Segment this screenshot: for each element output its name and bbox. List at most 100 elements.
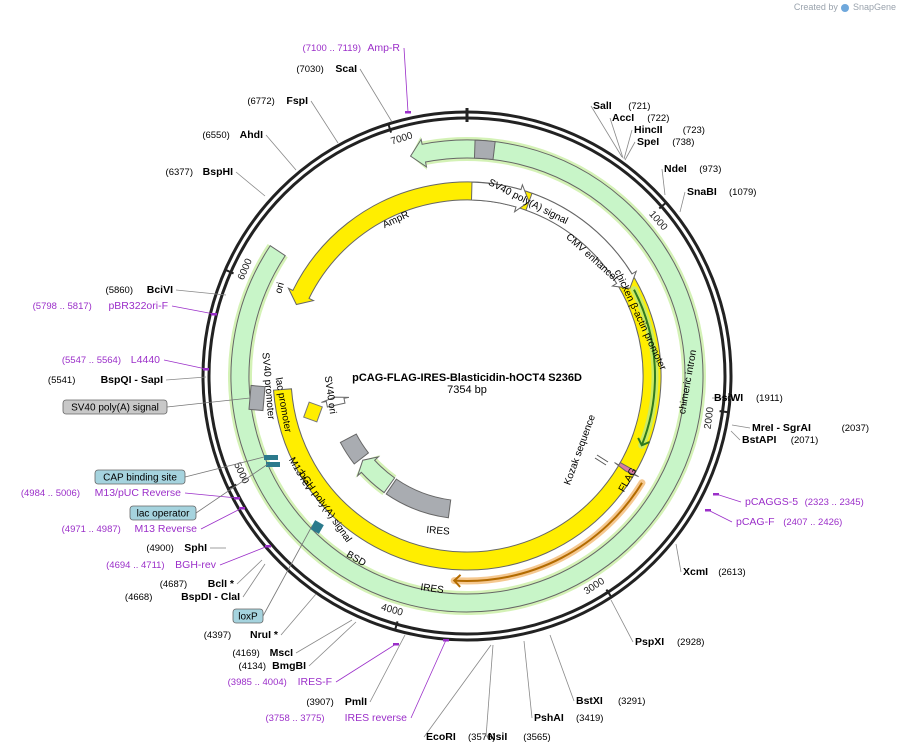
ires-outer-label: IRES bbox=[420, 582, 445, 596]
primer-name: L4440 bbox=[131, 354, 160, 366]
enzyme-name: BclI * bbox=[208, 578, 235, 590]
enzyme-position: (4687) bbox=[160, 579, 187, 590]
enzyme-name: MreI - SgrAI bbox=[752, 422, 811, 434]
primer-site[interactable]: L4440 (5547 .. 5564) bbox=[62, 354, 209, 371]
enzyme-position: (722) bbox=[647, 113, 669, 124]
enzyme-leader bbox=[661, 168, 666, 196]
enzyme-name: BstXI bbox=[576, 695, 603, 707]
enzyme-leader bbox=[265, 134, 297, 171]
enzyme-site[interactable]: SnaBI(1079) bbox=[679, 186, 756, 213]
primer-mark bbox=[443, 639, 449, 642]
enzyme-position: (1911) bbox=[756, 393, 783, 404]
enzyme-position: (2613) bbox=[718, 567, 745, 578]
primer-site[interactable]: M13/pUC Reverse(4984 .. 5006) bbox=[21, 487, 240, 500]
sv40-ori-label: SV40 ori bbox=[322, 375, 338, 415]
enzyme-site[interactable]: AhdI(6550) bbox=[202, 129, 297, 171]
enzyme-site[interactable]: SpeI(738) bbox=[624, 136, 694, 161]
primer-mark bbox=[211, 313, 217, 316]
enzyme-site[interactable]: BstAPI (2071) bbox=[730, 430, 818, 446]
snapgene-brand: SnapGene bbox=[852, 2, 896, 12]
enzyme-site[interactable]: NruI *(4397) bbox=[204, 593, 317, 641]
enzyme-site[interactable]: NdeI(973) bbox=[661, 163, 721, 196]
AmpR-feature bbox=[230, 138, 704, 613]
enzyme-site[interactable]: BciVI (5860) bbox=[106, 284, 227, 296]
enzyme-leader bbox=[308, 621, 357, 667]
enzyme-position: (4134) bbox=[239, 661, 266, 672]
primer-site[interactable]: pBR322ori-F(5798 .. 5817) bbox=[33, 300, 217, 316]
enzyme-site[interactable]: PmlI(3907) bbox=[306, 634, 406, 708]
enzyme-site[interactable]: BstXI(3291) bbox=[549, 634, 645, 707]
created-by-text: Created by bbox=[793, 2, 838, 12]
enzyme-site[interactable]: SphI(4900) bbox=[146, 542, 226, 554]
primer-site[interactable]: Amp-R(7100 .. 7119) bbox=[303, 42, 411, 114]
primer-mark bbox=[265, 545, 271, 548]
enzyme-site[interactable]: PshAI (3419) bbox=[523, 640, 603, 724]
enzyme-leader bbox=[175, 289, 227, 296]
enzyme-site[interactable]: BsiWI(1911) bbox=[712, 392, 783, 404]
cap-binding-marker bbox=[264, 455, 278, 460]
enzyme-name: HincII bbox=[634, 124, 663, 136]
primer-site[interactable]: IRES reverse(3758 .. 3775) bbox=[265, 639, 449, 724]
callout-label: SV40 poly(A) signal bbox=[71, 403, 159, 414]
enzyme-site[interactable]: BspDI - ClaI(4668) bbox=[125, 563, 266, 603]
primer-site[interactable]: M13 Reverse(4971 .. 4987) bbox=[62, 507, 245, 535]
feature-callout[interactable]: lac operator bbox=[129, 463, 269, 521]
feature-callout[interactable]: loxP bbox=[232, 525, 313, 624]
position-tick bbox=[225, 269, 234, 275]
bgh-polya-feature bbox=[339, 433, 370, 465]
primer-name: BGH-rev bbox=[175, 559, 217, 571]
enzyme-position: (3419) bbox=[576, 713, 603, 724]
feature-callout[interactable]: SV40 poly(A) signal bbox=[62, 397, 251, 415]
primer-site[interactable]: IRES-F(3985 .. 4004) bbox=[228, 643, 399, 688]
enzyme-site[interactable]: PspXI(2928) bbox=[610, 599, 704, 648]
kozak-marker bbox=[596, 454, 609, 463]
enzyme-position: (5860) bbox=[106, 285, 133, 296]
primer-site[interactable]: BGH-rev(4694 .. 4711) bbox=[106, 545, 271, 571]
primer-leader bbox=[707, 509, 733, 523]
plasmid-title: pCAG-FLAG-IRES-Blasticidin-hOCT4 S236D bbox=[352, 372, 582, 384]
primer-leader bbox=[163, 359, 207, 370]
enzyme-site[interactable]: SalI(721) bbox=[590, 100, 650, 158]
enzyme-leader bbox=[523, 640, 533, 719]
enzyme-site[interactable]: MreI - SgrAI(2037) bbox=[731, 422, 869, 434]
enzyme-leader bbox=[624, 141, 636, 161]
feature-callout[interactable]: CAP binding site bbox=[94, 456, 265, 485]
enzyme-name: FspI bbox=[286, 95, 308, 107]
enzyme-name: NdeI bbox=[664, 163, 687, 175]
enzyme-name: BstAPI bbox=[742, 434, 777, 446]
enzyme-name: AccI bbox=[612, 112, 634, 124]
enzyme-site[interactable]: NsiI(3565) bbox=[485, 644, 551, 743]
enzyme-name: BciVI bbox=[147, 284, 173, 296]
enzyme-name: PshAI bbox=[534, 712, 564, 724]
primer-site[interactable]: pCAG-F(2407 .. 2426) bbox=[705, 509, 842, 528]
position-tick bbox=[658, 202, 667, 210]
primer-leader bbox=[715, 493, 742, 503]
enzyme-position: (2071) bbox=[791, 435, 818, 446]
enzyme-site[interactable]: BspHI (6377) bbox=[166, 166, 266, 197]
primer-mark bbox=[393, 643, 399, 646]
primer-site[interactable]: pCAGGS-5(2323 .. 2345) bbox=[713, 493, 864, 508]
enzyme-site[interactable]: ScaI(7030) bbox=[296, 63, 393, 123]
enzyme-site[interactable]: AccI (722) bbox=[609, 112, 669, 159]
primer-leader bbox=[410, 639, 447, 719]
enzyme-leader bbox=[359, 68, 393, 123]
sv40-polya-feature bbox=[248, 384, 266, 412]
position-tick bbox=[387, 124, 392, 133]
enzyme-site[interactable]: FspI(6772) bbox=[247, 95, 339, 144]
enzyme-site[interactable]: XcmI(2613) bbox=[675, 543, 746, 578]
primer-range: (5547 .. 5564) bbox=[62, 355, 121, 366]
enzyme-name: BspHI bbox=[203, 166, 233, 178]
primer-range: (2407 .. 2426) bbox=[783, 517, 842, 528]
enzyme-site[interactable]: BspQI - SapI(5541) bbox=[48, 374, 207, 386]
enzyme-site[interactable]: HincII(723) bbox=[623, 124, 705, 160]
ires-inner-label: IRES bbox=[426, 525, 451, 538]
enzyme-site[interactable]: MscI(4169) bbox=[232, 619, 353, 659]
enzyme-leader bbox=[623, 129, 633, 160]
enzyme-site[interactable]: BclI * (4687) bbox=[160, 559, 263, 590]
enzyme-name: PmlI bbox=[345, 696, 367, 708]
enzyme-site[interactable]: BmgBI(4134) bbox=[239, 621, 357, 672]
primer-mark bbox=[239, 507, 245, 510]
primer-name: M13/pUC Reverse bbox=[95, 487, 182, 499]
enzyme-position: (6377) bbox=[166, 167, 193, 178]
enzyme-site[interactable]: EcoRI(3576) bbox=[423, 644, 495, 743]
